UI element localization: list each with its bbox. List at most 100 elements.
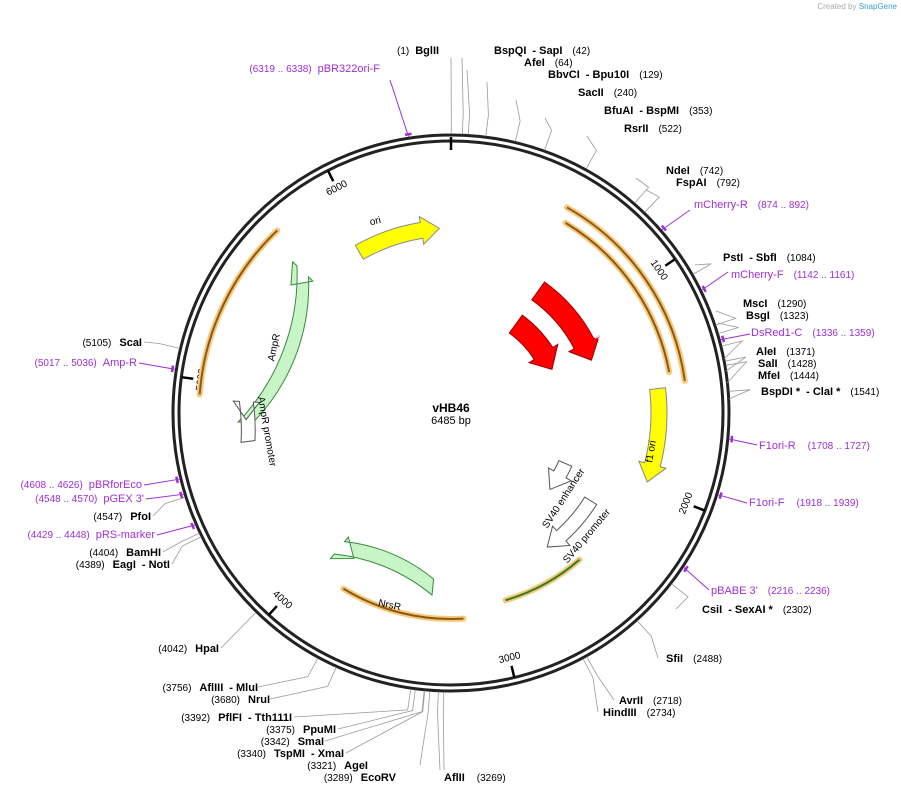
enzyme-pos: (792): [717, 178, 740, 189]
enzyme-pos: (1428): [788, 359, 817, 370]
enzyme-leader: [644, 189, 660, 213]
svg-text:(4389)EagI- NotI: (4389)EagI- NotI: [76, 559, 170, 571]
enzyme-name: SmaI: [298, 736, 324, 748]
enzyme-pos: (64): [555, 58, 573, 69]
enzyme-name: PpuMI: [303, 724, 336, 736]
feature-arrow-f1-ori: [638, 387, 668, 483]
enzyme-name: BamHI: [126, 547, 161, 559]
enzyme-pos: (3340): [237, 749, 266, 760]
enzyme-pos: (3680): [211, 695, 240, 706]
enzyme-leader: [419, 691, 431, 766]
primer-leader: [661, 209, 691, 231]
primer-range: (4429 .. 4448): [27, 530, 89, 541]
tick-mark: [326, 169, 335, 182]
enzyme-leader: [692, 263, 712, 275]
svg-text:AleI(1371): AleI(1371): [756, 346, 815, 358]
enzyme-pos: (2734): [647, 708, 676, 719]
promoter-arc-green: [505, 558, 581, 602]
tick-mark: [693, 505, 706, 512]
svg-text:(4042)HpaI: (4042)HpaI: [158, 643, 219, 655]
enzyme-leader: [269, 667, 337, 700]
enzyme-leader: [725, 361, 748, 384]
enzyme-leader: [721, 340, 744, 360]
svg-text:pBABE 3'(2216 .. 2236): pBABE 3'(2216 .. 2236): [711, 585, 830, 597]
svg-text:(3289)EcoRV: (3289)EcoRV: [324, 772, 397, 784]
svg-text:FspAI(792): FspAI (792): [676, 177, 740, 189]
enzyme-name: AvrII: [619, 695, 643, 707]
svg-text:BsgI(1323): BsgI (1323): [746, 310, 809, 322]
svg-text:(3756)AflIII- MluI: (3756)AflIII- MluI: [163, 682, 258, 694]
enzyme-leader: [152, 496, 186, 517]
tick-label: 2000: [677, 491, 695, 516]
enzyme-name: ClaI *: [813, 386, 841, 398]
svg-text:MfeI(1444): MfeI(1444): [758, 370, 819, 382]
feature-arrow-ori: [354, 215, 441, 260]
enzyme-leader: [585, 135, 597, 170]
enzyme-name: FspAI: [676, 177, 707, 189]
svg-text:AflII(3269): AflII(3269): [444, 772, 506, 784]
primer-leader: [701, 271, 729, 291]
svg-text:HindIII(2734): HindIII(2734): [603, 707, 676, 719]
svg-text:(1)BglII: (1)BglII: [397, 45, 439, 57]
feature-arrow-sv40-promoter: [546, 496, 598, 548]
enzyme-pos: (42): [572, 46, 590, 57]
primer-name: pBR322ori-F: [318, 63, 381, 75]
enzyme-name: ScaI: [119, 337, 142, 349]
enzyme-name: AleI: [756, 346, 776, 358]
svg-text:BbvCI- Bpu10I(129): BbvCI- Bpu10I(129): [548, 69, 663, 81]
enzyme-leader: [586, 656, 615, 701]
svg-text:(4404)BamHI: (4404) BamHI: [89, 547, 161, 559]
enzyme-pos: (522): [658, 124, 681, 135]
enzyme-name: TspMI: [274, 748, 305, 760]
enzyme-pos: (742): [700, 166, 723, 177]
enzyme-name: SexAI *: [735, 604, 774, 616]
primer-range: (874 .. 892): [758, 200, 809, 211]
plasmid-name: vHB46: [432, 401, 470, 415]
svg-text:(6319 .. 6338)pBR322ori-F: (6319 .. 6338)pBR322ori-F: [249, 63, 380, 75]
enzyme-pos: (3342): [261, 737, 290, 748]
feature-label-mrfp1-outer: mRFP1: [611, 293, 637, 328]
enzyme-name: SalI: [758, 358, 778, 370]
enzyme-leader: [442, 691, 445, 771]
primer-name: mCherry-R: [694, 199, 748, 211]
enzyme-name: BsgI: [746, 310, 770, 322]
tick-mark: [664, 257, 676, 267]
svg-text:NdeI(742): NdeI(742): [666, 165, 723, 177]
svg-text:mCherry-R(874 .. 892): mCherry-R (874 .. 892): [694, 199, 809, 211]
primer-binding-site: [179, 491, 184, 499]
enzyme-leader: [671, 583, 689, 610]
enzyme-leader: [725, 356, 746, 372]
enzyme-pos: (2718): [653, 696, 682, 707]
primer-name: mCherry-F: [731, 269, 784, 281]
primer-name: F1ori-R: [759, 440, 796, 452]
primer-binding-site: [718, 492, 723, 500]
enzyme-pos: (4547): [93, 512, 122, 523]
backbone-outer: [171, 133, 731, 693]
feature-arrow-nrsr: [329, 535, 435, 596]
primer-range: (1336 .. 1359): [812, 328, 874, 339]
feature-arrow-mrfp1-inner: [508, 314, 559, 370]
enzyme-pos: (4389): [76, 560, 105, 571]
svg-text:DsRed1-C(1336 .. 1359): DsRed1-C(1336 .. 1359): [751, 327, 875, 339]
feature-arrow-ampr: [236, 260, 314, 423]
enzyme-name: AfeI: [524, 57, 545, 69]
enzyme-leader: [324, 690, 425, 742]
enzyme-name: PflFI: [218, 712, 242, 724]
enzyme-pos: (2488): [693, 654, 722, 665]
tick-label: 3000: [498, 650, 523, 666]
enzyme-leader: [143, 341, 180, 349]
enzyme-name: AgeI: [344, 760, 368, 772]
enzyme-pos: (4404): [89, 548, 118, 559]
enzyme-pos: (1323): [780, 311, 809, 322]
svg-text:(3680)NruI: (3680)NruI: [211, 694, 270, 706]
enzyme-leader: [257, 657, 319, 688]
svg-text:MscI(1290): MscI(1290): [743, 298, 806, 310]
svg-text:SacII(240): SacII(240): [578, 87, 637, 99]
snapgene-watermark: Created by SnapGene: [817, 2, 897, 11]
enzyme-pos: (240): [614, 88, 637, 99]
enzyme-name: NotI: [149, 559, 170, 571]
enzyme-name: EagI: [113, 559, 136, 571]
enzyme-leader: [514, 99, 521, 142]
primer-range: (5017 .. 5036): [35, 358, 97, 369]
